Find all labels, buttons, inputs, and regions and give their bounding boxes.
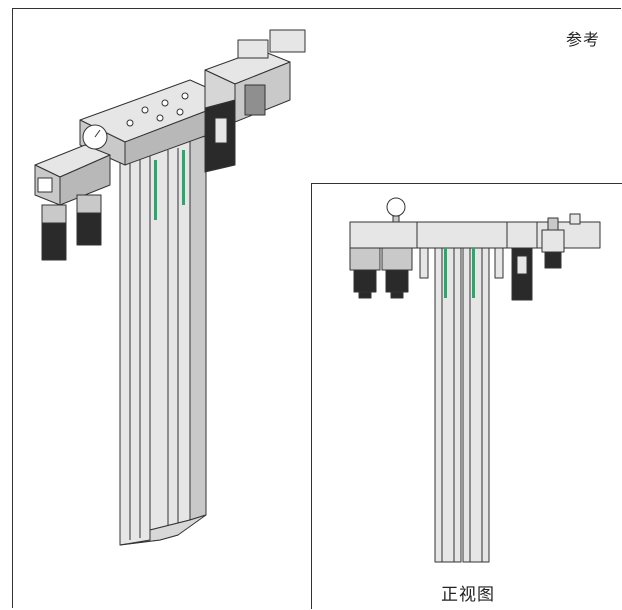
front-pressure-gauge bbox=[386, 197, 406, 217]
front-filter-2 bbox=[381, 247, 413, 271]
front-view-panel: 正视图 bbox=[311, 183, 622, 609]
drawing-frame bbox=[12, 8, 621, 608]
front-filter-1 bbox=[349, 247, 381, 271]
reference-label: 参考 bbox=[566, 30, 601, 49]
front-view-caption: 正视图 bbox=[441, 585, 495, 605]
front-view-drawing bbox=[349, 197, 601, 563]
front-regulator bbox=[541, 229, 565, 253]
green-indicator-left bbox=[154, 160, 157, 220]
front-column-left bbox=[434, 247, 462, 563]
green-indicator-right bbox=[182, 150, 185, 205]
front-column-right bbox=[462, 247, 490, 563]
